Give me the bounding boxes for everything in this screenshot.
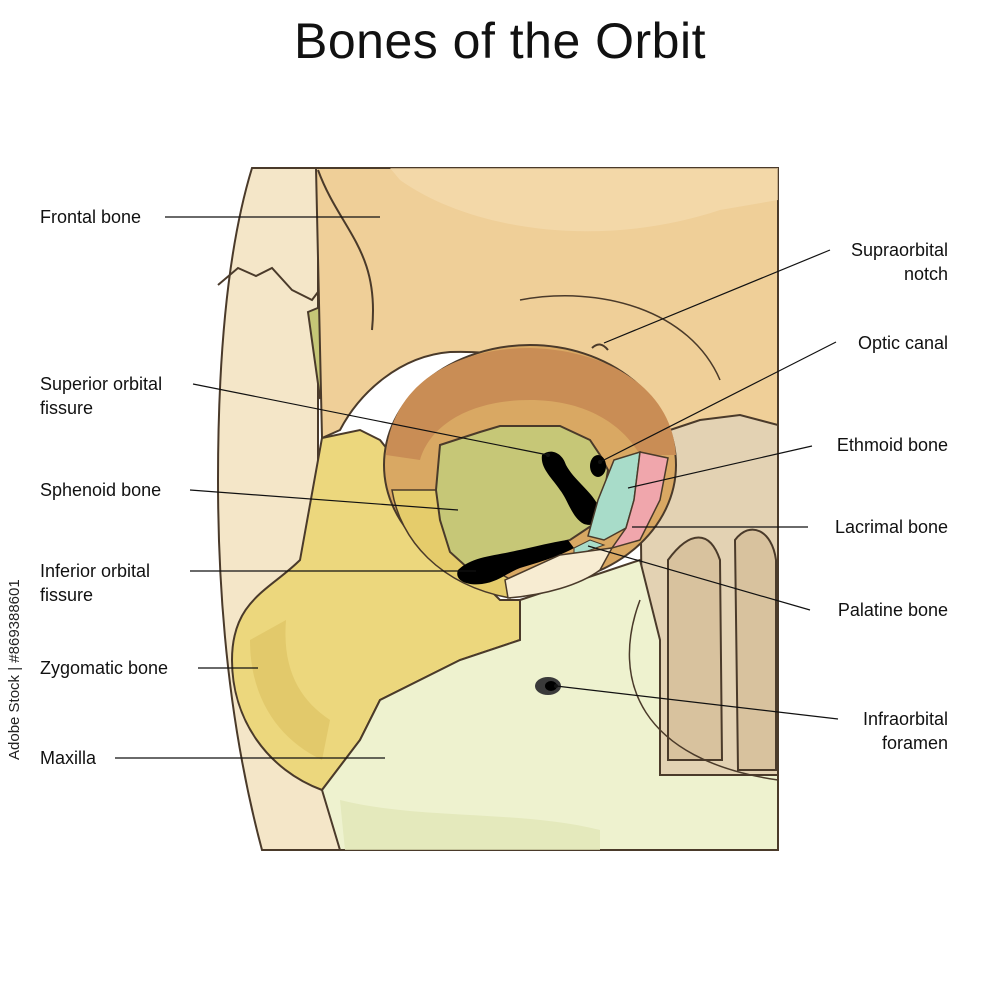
nasal-cavity-right xyxy=(733,528,777,771)
label-inferior-orbital-fissure: Inferior orbital fissure xyxy=(40,561,151,605)
optic-canal xyxy=(590,455,606,477)
maxilla-bone xyxy=(320,558,779,851)
frontal-highlight xyxy=(390,168,778,232)
label-sphenoid-bone: Sphenoid bone xyxy=(40,480,162,500)
label-frontal-bone: Frontal bone xyxy=(40,207,142,227)
brow-ridge xyxy=(519,295,721,381)
stock-watermark: Adobe Stock | #869388601 xyxy=(6,579,23,760)
leader-dots xyxy=(546,453,602,688)
maxilla-lower xyxy=(340,800,600,850)
temporal-suture xyxy=(217,266,319,302)
label-palatine-bone: Palatine bone xyxy=(837,600,948,620)
page-title: Bones of the Orbit xyxy=(293,13,706,69)
orbit-roof xyxy=(386,348,676,460)
superior-orbital-fissure xyxy=(541,451,601,525)
label-superior-orbital-fissure: Superior orbital fissure xyxy=(40,374,163,418)
label-supraorbital-notch: Supraorbital notch xyxy=(850,240,948,284)
label-optic-canal: Optic canal xyxy=(857,333,948,353)
leader-lines xyxy=(115,216,839,759)
inferior-orbital-fissure xyxy=(457,540,574,585)
label-ethmoid-bone: Ethmoid bone xyxy=(836,435,948,455)
frontal-temporal-line xyxy=(317,169,375,331)
supraorbital-notch-shape xyxy=(591,343,609,351)
lacrimal-bone xyxy=(610,451,669,550)
label-infraorbital-foramen: Infraorbital foramen xyxy=(862,709,948,753)
orbital-floor xyxy=(504,547,614,599)
zygomatic-shade xyxy=(250,620,330,760)
label-zygomatic-bone: Zygomatic bone xyxy=(40,658,169,678)
label-lacrimal-bone: Lacrimal bone xyxy=(834,517,948,537)
maxilla-ridge xyxy=(628,599,779,781)
label-maxilla: Maxilla xyxy=(40,748,97,768)
sphenoid-bone xyxy=(434,425,610,572)
